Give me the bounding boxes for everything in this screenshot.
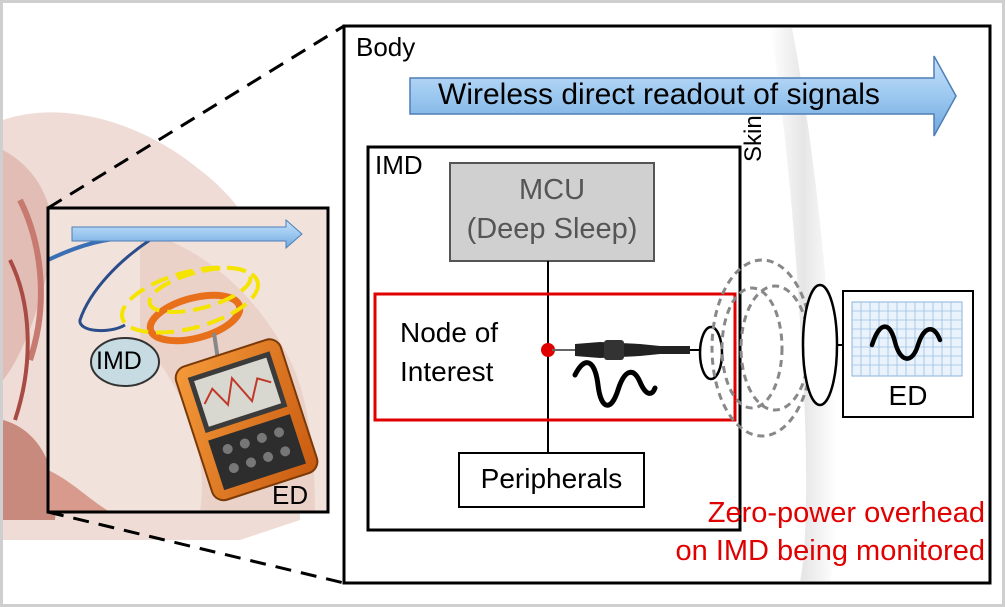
skin-band	[770, 28, 837, 581]
caption-line2: on IMD being monitored	[675, 535, 986, 567]
inset-imd-label: IMD	[96, 347, 142, 375]
imd-box-label: IMD	[375, 150, 423, 180]
zoom-line-top	[47, 24, 345, 210]
wireless-readout-label: Wireless direct readout of signals	[438, 78, 880, 111]
inset-arrow	[71, 218, 303, 250]
ed-label: ED	[888, 380, 928, 411]
signal-wave	[572, 360, 658, 408]
caption-line1: Zero-power overhead	[707, 497, 985, 529]
node-label-line2: Interest	[400, 356, 494, 387]
ed-coil	[801, 283, 839, 407]
node-dot	[541, 343, 555, 357]
oscilloscope-device	[174, 338, 319, 502]
inset-border	[46, 206, 330, 514]
peripherals-label: Peripherals	[480, 463, 623, 494]
ed-screen	[851, 301, 963, 377]
inset-ed-label: ED	[272, 480, 309, 510]
body-label: Body	[356, 32, 416, 62]
node-of-interest-highlight	[373, 292, 737, 422]
peripherals-box	[458, 452, 645, 508]
mcu-label: MCU	[518, 174, 586, 206]
mcu-box	[449, 162, 655, 262]
wireless-readout-arrow	[409, 55, 957, 137]
imd-device	[90, 337, 160, 387]
skin-label: Skin	[740, 115, 767, 162]
inset-coils	[119, 265, 261, 361]
probe-icon	[552, 325, 724, 381]
mcu-sleep-label: (Deep Sleep)	[466, 213, 638, 245]
node-label-line1: Node of	[400, 317, 499, 348]
